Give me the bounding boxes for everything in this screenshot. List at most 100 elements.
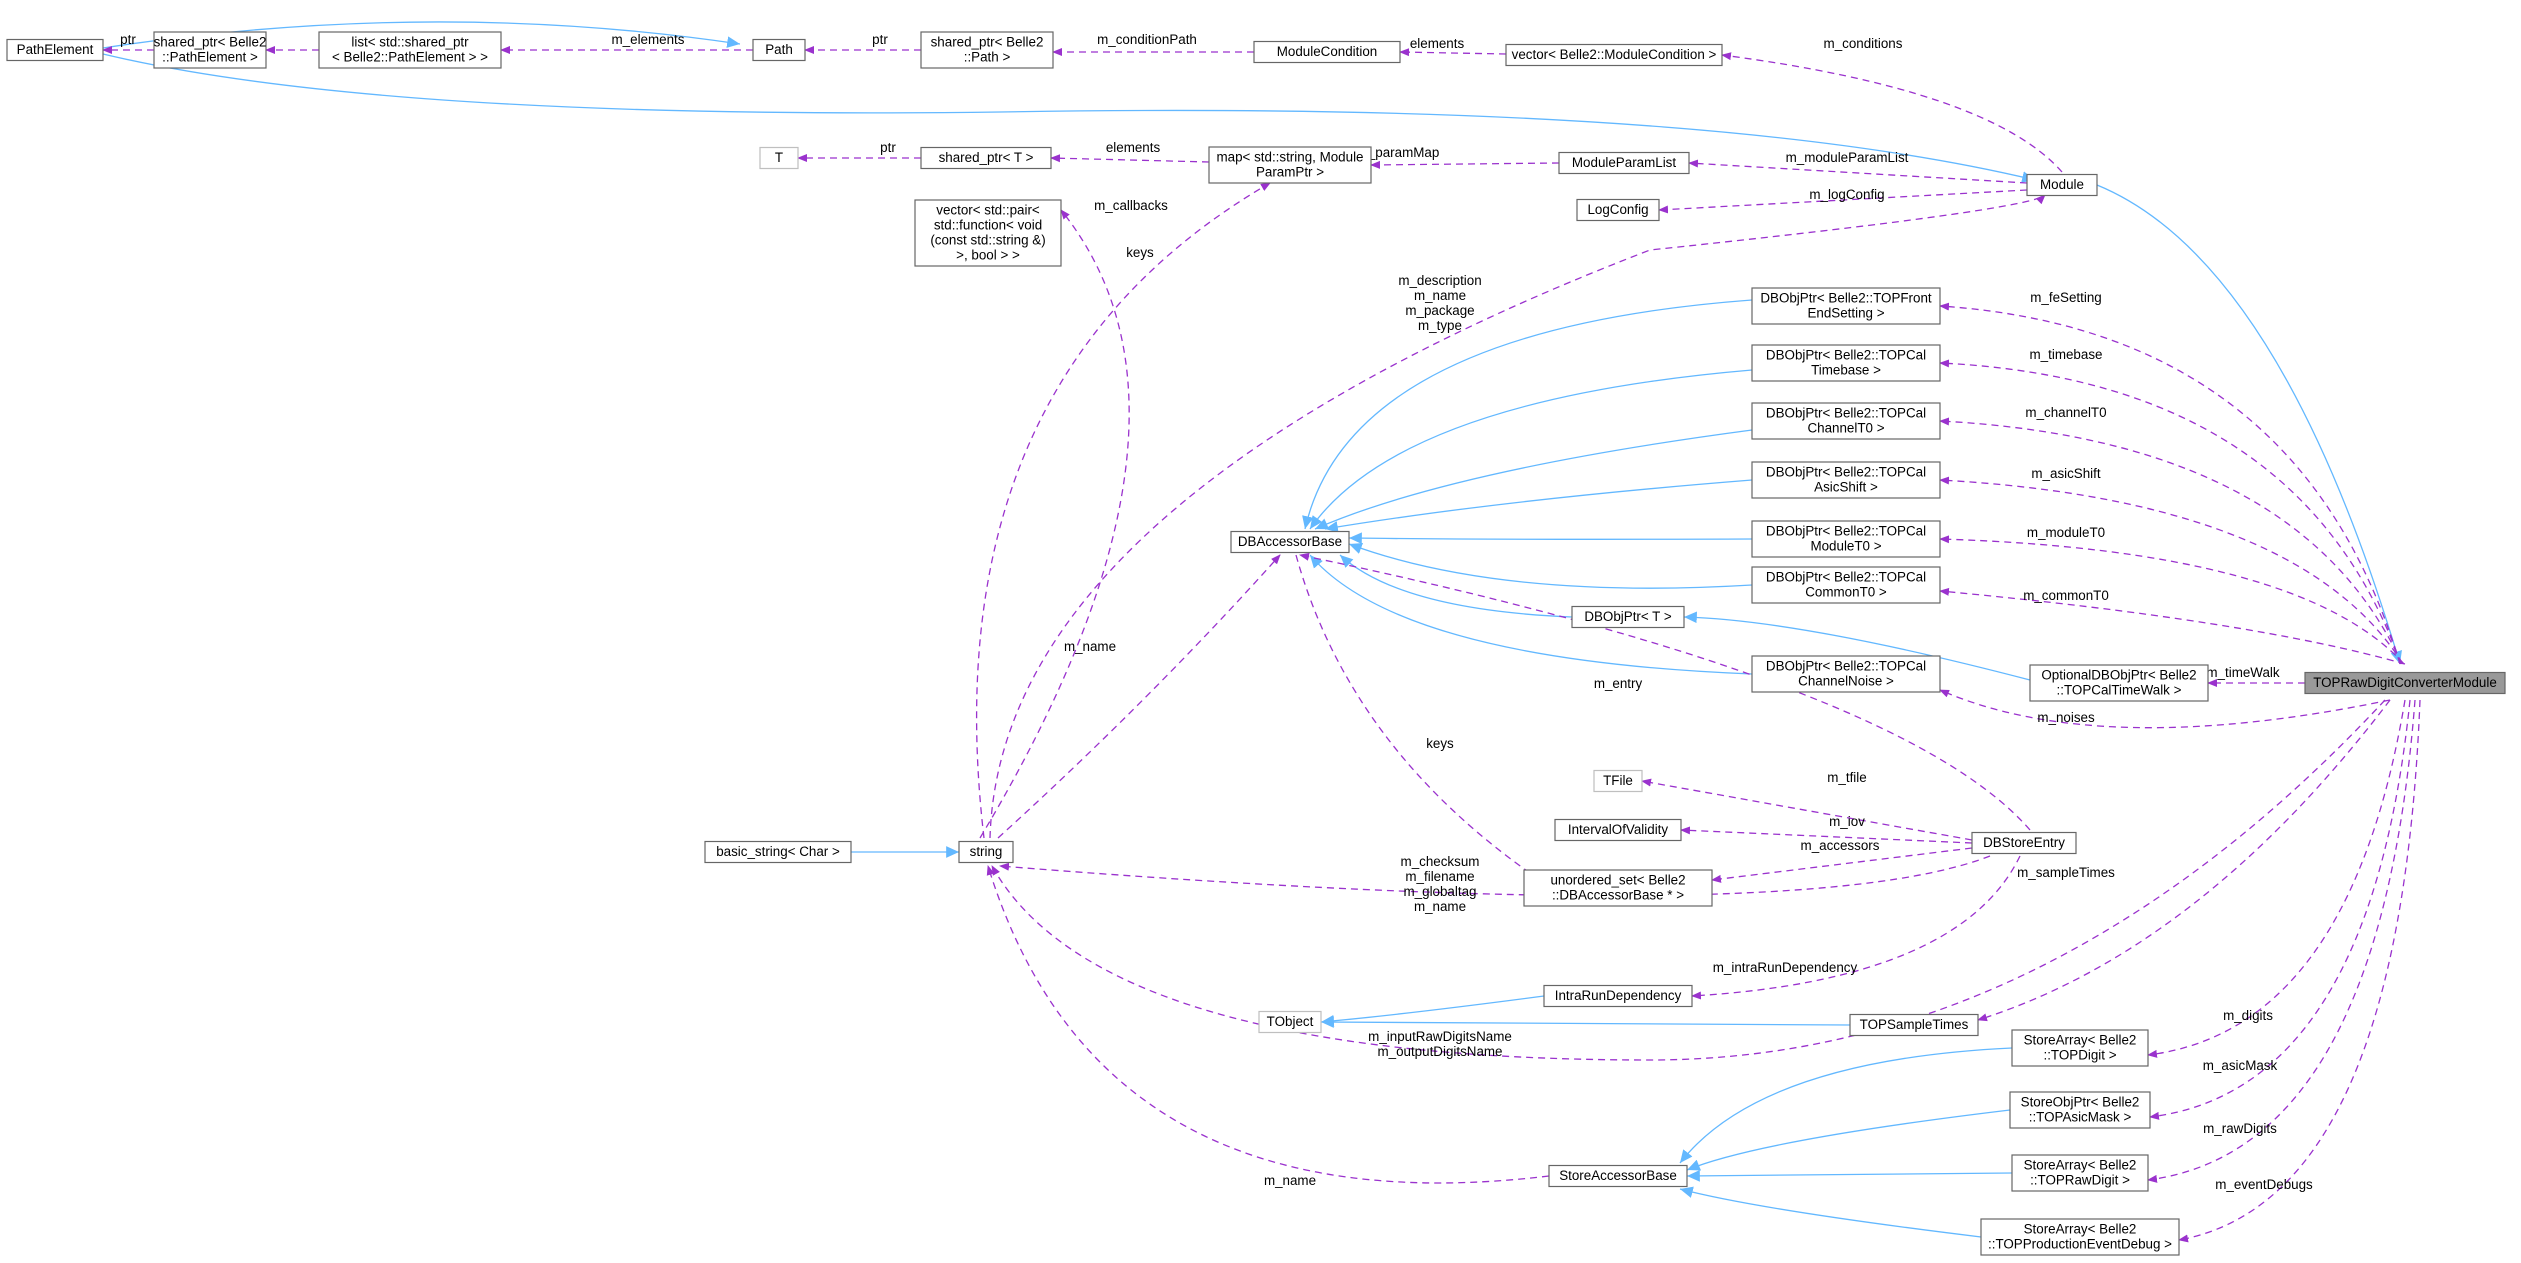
class-node-box bbox=[1543, 984, 1693, 1008]
inheritance-edge-intrarundep-tobject bbox=[1320, 995, 1545, 1027]
usage-arrow bbox=[1688, 159, 2028, 184]
edge-label: m_timeWalk bbox=[2206, 665, 2279, 680]
inheritance-edge-topsampletimes-tobject bbox=[1320, 1016, 1851, 1028]
usage-arrow bbox=[1939, 359, 2402, 665]
class-node-box bbox=[752, 38, 806, 62]
class-node-path[interactable]: Path bbox=[752, 38, 806, 62]
class-node-box bbox=[1208, 146, 1372, 184]
inheritance-edge-db-timebase-dbaccessorbase bbox=[1309, 369, 1753, 530]
edge-label: elements bbox=[1410, 36, 1465, 51]
usage-arrow bbox=[1641, 778, 1973, 841]
edge-label: m_eventDebugs bbox=[2215, 1177, 2313, 1192]
edge-label: m_conditions bbox=[1824, 36, 1903, 51]
class-node-sa-topdigit[interactable]: StoreArray< Belle2::TOPDigit > bbox=[2011, 1029, 2149, 1067]
class-node-box bbox=[1751, 520, 1941, 558]
class-node-label: ::TOPAsicMask > bbox=[2029, 1110, 2132, 1125]
class-node-dbstoreentry[interactable]: DBStoreEntry bbox=[1971, 831, 2077, 855]
class-node-intrarundep[interactable]: IntraRunDependency bbox=[1543, 984, 1693, 1008]
edge-label: m_name bbox=[1414, 288, 1466, 303]
inheritance-edge-db-noise-dbaccessorbase bbox=[1309, 554, 1753, 675]
class-node-label: ::TOPDigit > bbox=[2043, 1048, 2116, 1063]
class-node-label: Path bbox=[765, 42, 793, 57]
class-node-box bbox=[1548, 1164, 1688, 1188]
class-node-label: DBObjPtr< Belle2::TOPCal bbox=[1766, 524, 1926, 539]
class-node-vec-modcond[interactable]: vector< Belle2::ModuleCondition > bbox=[1505, 43, 1723, 67]
usage-arrow bbox=[1370, 160, 1560, 169]
class-node-intervalofvalidity[interactable]: IntervalOfValidity bbox=[1554, 818, 1682, 842]
class-node-so-asicmask[interactable]: StoreObjPtr< Belle2::TOPAsicMask > bbox=[2009, 1091, 2151, 1129]
usage-arrow bbox=[1680, 826, 1973, 844]
class-node-sp-pathelement[interactable]: shared_ptr< Belle2::PathElement > bbox=[153, 31, 267, 69]
class-node-toprawdigit[interactable]: TOPRawDigitConverterModule bbox=[2304, 671, 2506, 695]
class-node-storeaccessorbase[interactable]: StoreAccessorBase bbox=[1548, 1164, 1688, 1188]
edge-label: m_commonT0 bbox=[2023, 588, 2109, 603]
class-node-box bbox=[1971, 831, 2077, 855]
class-node-box bbox=[1751, 655, 1941, 693]
class-node-label: >, bool > > bbox=[956, 248, 1020, 263]
usage-edge-string-dbaccessorbase bbox=[997, 554, 1281, 839]
usage-edge-toprawdigit-db-timebase bbox=[1939, 359, 2402, 665]
class-node-module[interactable]: Module bbox=[2026, 173, 2098, 197]
class-node-box bbox=[1576, 198, 1660, 222]
class-node-moduleparamlist[interactable]: ModuleParamList bbox=[1558, 151, 1690, 175]
class-node-pathelement[interactable]: PathElement bbox=[6, 38, 104, 62]
edge-label: m_filename bbox=[1405, 869, 1474, 884]
class-node-label: string bbox=[970, 844, 1003, 859]
edge-label: m_intraRunDependency bbox=[1713, 960, 1858, 975]
class-node-box bbox=[1258, 1010, 1322, 1034]
class-node-box bbox=[1593, 769, 1643, 793]
class-node-logconfig[interactable]: LogConfig bbox=[1576, 198, 1660, 222]
class-node-unordered-set[interactable]: unordered_set< Belle2::DBAccessorBase * … bbox=[1523, 869, 1713, 907]
class-node-string[interactable]: string bbox=[958, 840, 1014, 864]
usage-edge-string-module bbox=[989, 194, 2046, 839]
edge-label: m_noises bbox=[2037, 710, 2095, 725]
class-node-box bbox=[759, 146, 799, 170]
usage-edge-map-param-sp-t bbox=[1050, 154, 1210, 163]
class-node-modulecondition[interactable]: ModuleCondition bbox=[1253, 40, 1401, 64]
class-node-sa-prodevent[interactable]: StoreArray< Belle2::TOPProductionEventDe… bbox=[1980, 1218, 2180, 1256]
class-node-vec-pair[interactable]: vector< std::pair<std::function< void(co… bbox=[914, 199, 1062, 267]
class-node-box bbox=[914, 199, 1062, 267]
class-node-label: StoreArray< Belle2 bbox=[2024, 1033, 2137, 1048]
class-node-box bbox=[2304, 671, 2506, 695]
inheritance-edge-db-modulet0-dbaccessorbase bbox=[1348, 532, 1753, 545]
usage-edge-dbstoreentry-string bbox=[999, 855, 1991, 897]
class-node-t[interactable]: T bbox=[759, 146, 799, 170]
edge-label: ptr bbox=[872, 32, 888, 47]
class-node-label: PathElement bbox=[17, 42, 94, 57]
class-node-sp-t[interactable]: shared_ptr< T > bbox=[920, 146, 1052, 170]
class-node-sp-path[interactable]: shared_ptr< Belle2::Path > bbox=[920, 31, 1054, 69]
edge-label: m_tfile bbox=[1827, 770, 1866, 785]
class-node-label: OptionalDBObjPtr< Belle2 bbox=[2041, 668, 2196, 683]
class-node-dbaccessorbase[interactable]: DBAccessorBase bbox=[1230, 530, 1350, 554]
class-node-optional-db[interactable]: OptionalDBObjPtr< Belle2::TOPCalTimeWalk… bbox=[2029, 664, 2209, 702]
edge-label: m_asicMask bbox=[2203, 1058, 2278, 1073]
usage-edge-toprawdigit-db-fe bbox=[1939, 302, 2401, 665]
class-node-sa-rawdigit[interactable]: StoreArray< Belle2::TOPRawDigit > bbox=[2011, 1154, 2149, 1192]
class-node-label: ChannelNoise > bbox=[1798, 674, 1894, 689]
edge-label: keys bbox=[1126, 245, 1154, 260]
class-node-dbobjptr-t[interactable]: DBObjPtr< T > bbox=[1571, 605, 1685, 629]
class-node-basic-string[interactable]: basic_string< Char > bbox=[704, 840, 852, 864]
inheritance-arrow bbox=[1348, 532, 1753, 545]
class-node-topsampletimes[interactable]: TOPSampleTimes bbox=[1849, 1013, 1979, 1037]
usage-arrow bbox=[1939, 302, 2401, 665]
class-node-box bbox=[1253, 40, 1401, 64]
class-node-label: map< std::string, Module bbox=[1217, 150, 1364, 165]
class-node-tobject[interactable]: TObject bbox=[1258, 1010, 1322, 1034]
class-node-tfile[interactable]: TFile bbox=[1593, 769, 1643, 793]
class-node-label: ::TOPProductionEventDebug > bbox=[1988, 1237, 2172, 1252]
class-node-label: shared_ptr< Belle2 bbox=[931, 35, 1044, 50]
usage-arrow bbox=[989, 194, 2046, 839]
class-node-list-sp[interactable]: list< std::shared_ptr< Belle2::PathEleme… bbox=[318, 31, 502, 69]
usage-edge-toprawdigit-string bbox=[991, 699, 2386, 1061]
class-node-label: ::TOPCalTimeWalk > bbox=[2057, 683, 2182, 698]
